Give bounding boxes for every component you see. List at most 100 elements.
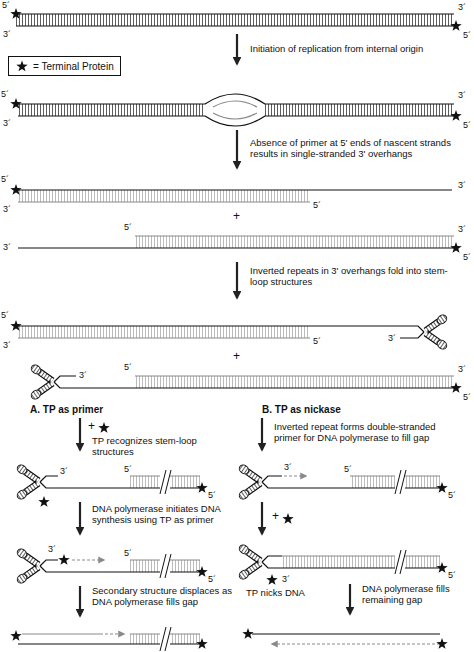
tp-nickase-branch: [252, 633, 440, 634]
tp-nickase-branch: [282, 513, 293, 524]
step-text: DNA polymerase fills remaining gap: [362, 584, 467, 606]
end-label: 3´: [458, 224, 466, 234]
step-arrow: [79, 418, 81, 450]
end-label: 5´: [1, 310, 9, 320]
end-label: 3´: [458, 180, 466, 190]
linear-dna: [16, 14, 454, 26]
end-label: 5´: [1, 174, 9, 184]
end-label: 5´: [2, 0, 10, 10]
stem-loop-molecule: [135, 376, 454, 388]
end-label: 3´: [458, 90, 466, 100]
legend-star: [15, 59, 29, 73]
step-arrow: [236, 130, 238, 168]
stem-loop-molecule: [18, 326, 424, 338]
end-label: 5´: [208, 490, 216, 500]
end-label: 5´: [124, 362, 132, 372]
step-arrow: [349, 584, 351, 614]
step-arrow: [236, 262, 238, 298]
tp-nickase-branch: [272, 643, 440, 644]
plus-sign: +: [272, 510, 279, 524]
stem-loop-molecule: [10, 320, 21, 331]
tp-nickase-branch: [238, 463, 448, 649]
stem-loop-molecule: [18, 337, 310, 338]
tp-primer-branch: [22, 633, 200, 634]
end-label: 5´: [124, 548, 132, 558]
end-label: 5´: [463, 392, 471, 402]
tp-nickase-branch: [238, 463, 263, 501]
tp-nickase-branch: [282, 555, 440, 556]
overhang-molecule: [10, 184, 21, 195]
legend-box: = Terminal Protein: [8, 56, 121, 76]
end-label: 5´: [463, 252, 471, 262]
step-arrow: [79, 502, 81, 534]
tp-nickase-branch: [262, 556, 440, 568]
tp-primer-branch: [16, 463, 41, 501]
end-label: 5´: [448, 490, 456, 500]
tp-nickase-branch: [436, 562, 447, 573]
legend-text: = Terminal Protein: [33, 61, 114, 72]
stem-loop-molecule: [30, 363, 55, 401]
step-text: Initiation of replication from internal …: [250, 44, 465, 55]
tp-primer-branch: [160, 470, 171, 494]
end-label: 5´: [463, 120, 471, 130]
replication-bubble: [265, 104, 454, 116]
end-label: 5´: [313, 200, 321, 210]
tp-nickase-branch: [266, 574, 277, 585]
replication-bubble: [18, 94, 454, 126]
stem-loop-molecule: [18, 326, 310, 338]
tp-nickase-branch: [238, 543, 263, 581]
tp-primer-branch: [38, 496, 49, 507]
end-label: 5´: [448, 570, 456, 580]
step-text: Secondary structure displaces as DNA pol…: [92, 586, 232, 608]
stem-loop-molecule: [54, 376, 454, 388]
tp-nickase-branch: [282, 556, 440, 568]
end-label: 3´: [79, 370, 87, 380]
overhang-molecule: [18, 247, 454, 248]
tp-primer-branch: [100, 633, 124, 634]
step-text: DNA polymerase initiates DNA synthesis u…: [92, 504, 232, 526]
tp-primer-branch: [98, 422, 109, 433]
tp-nickase-branch: [436, 638, 447, 649]
end-label: 3´: [3, 204, 11, 214]
tp-primer-branch: [160, 554, 171, 578]
end-label: 3´: [3, 242, 11, 252]
step-arrow: [261, 502, 263, 534]
end-label: 5´: [463, 30, 471, 40]
note-text: TP nicks DNA: [246, 588, 305, 599]
replication-bubble: [213, 101, 257, 119]
end-label: 5´: [208, 574, 216, 584]
step-text: Absence of primer at 5' ends of nascent …: [250, 138, 465, 160]
overhang-molecule: [18, 190, 310, 202]
stem-loop-molecule: [450, 382, 461, 393]
plus-sign: +: [233, 210, 240, 224]
linear-dna: [10, 8, 461, 31]
linear-dna: [10, 8, 21, 19]
end-label: 3´: [458, 364, 466, 374]
end-label: 3´: [3, 118, 11, 128]
tp-primer-branch: [72, 559, 104, 560]
overhang-molecule: [135, 235, 454, 236]
branch-title: A. TP as primer: [30, 404, 103, 416]
tp-nickase-branch: [262, 476, 440, 488]
plus-sign: +: [88, 420, 95, 434]
tp-primer-branch: [16, 547, 41, 585]
end-label: 3´: [3, 29, 11, 39]
replication-bubble: [10, 94, 461, 126]
end-label: 3´: [48, 544, 56, 554]
overhang-molecule: [18, 189, 452, 190]
end-label: 3´: [458, 2, 466, 12]
tp-primer-branch: [40, 476, 200, 488]
tp-primer-branch: [10, 630, 21, 641]
linear-dna: [450, 20, 461, 31]
end-label: 5´: [313, 336, 321, 346]
step-text: Inverted repeat forms double-stranded pr…: [274, 422, 464, 444]
stem-loop-molecule: [423, 313, 448, 351]
tp-primer-branch: [196, 638, 207, 649]
stem-loop-molecule: [135, 375, 454, 376]
tp-primer-branch: [196, 482, 207, 493]
replication-bubble: [450, 110, 461, 121]
tp-primer-branch: [18, 643, 200, 644]
end-label: 5´: [1, 89, 9, 99]
step-arrow: [236, 34, 238, 64]
